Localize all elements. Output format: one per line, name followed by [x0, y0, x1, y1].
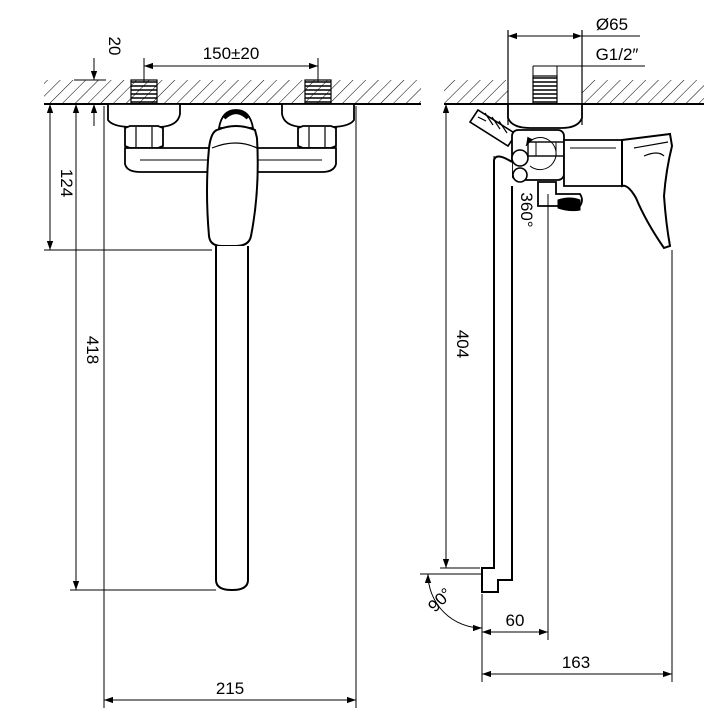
dim-outlet-depth-label: 60 [506, 611, 525, 630]
dim-spout-height: 404 [440, 104, 480, 569]
dim-total-width: 215 [103, 106, 357, 708]
front-escutcheon-right [281, 103, 355, 128]
side-handle [621, 132, 674, 250]
front-spout [215, 246, 249, 592]
side-mixer-body [563, 139, 623, 187]
side-view: Ø65 G1/2″ 360° 404 90° [420, 15, 704, 682]
front-nut-right [297, 125, 337, 149]
front-inlet-right [304, 79, 332, 105]
dim-total-width-label: 215 [216, 679, 244, 698]
dim-diameter-label: Ø65 [596, 15, 628, 34]
dim-spout-angle-label: 90° [424, 584, 456, 616]
dim-wall-thickness: 20 [74, 37, 124, 126]
dim-total-depth: 163 [482, 250, 673, 682]
dim-rotation: 360° [517, 136, 557, 228]
front-handle-knob [217, 109, 255, 129]
dim-spout-height-label: 404 [453, 330, 472, 358]
dim-wall-thickness-label: 20 [105, 37, 124, 56]
front-view: 20 150±20 124 418 215 [44, 37, 421, 708]
dim-handle-height-label: 124 [57, 169, 76, 197]
dim-rotation-label: 360° [517, 192, 536, 227]
dim-spout-angle: 90° [420, 573, 483, 632]
front-handle-lever [206, 125, 259, 247]
front-inlet-left [130, 79, 158, 105]
side-escutcheon [507, 103, 583, 129]
dim-total-height-label: 418 [83, 336, 102, 364]
dim-center-distance: 150±20 [143, 44, 319, 82]
dim-handle-height: 124 [44, 104, 212, 251]
dim-thread: G1/2″ [532, 45, 645, 76]
dim-center-distance-label: 150±20 [203, 44, 260, 63]
side-diverter-knob [537, 181, 583, 212]
dim-diameter: Ø65 [508, 15, 640, 40]
dim-thread-label: G1/2″ [596, 45, 639, 64]
dim-outlet-depth: 60 [481, 194, 549, 682]
front-nut-left [124, 125, 164, 149]
front-wall [44, 80, 421, 105]
dim-total-depth-label: 163 [562, 653, 590, 672]
side-shower-outlet [468, 108, 518, 148]
side-inlet-thread [532, 75, 558, 105]
dim-total-height: 418 [70, 104, 216, 591]
side-spout [481, 155, 513, 593]
front-escutcheon-left [107, 103, 181, 128]
